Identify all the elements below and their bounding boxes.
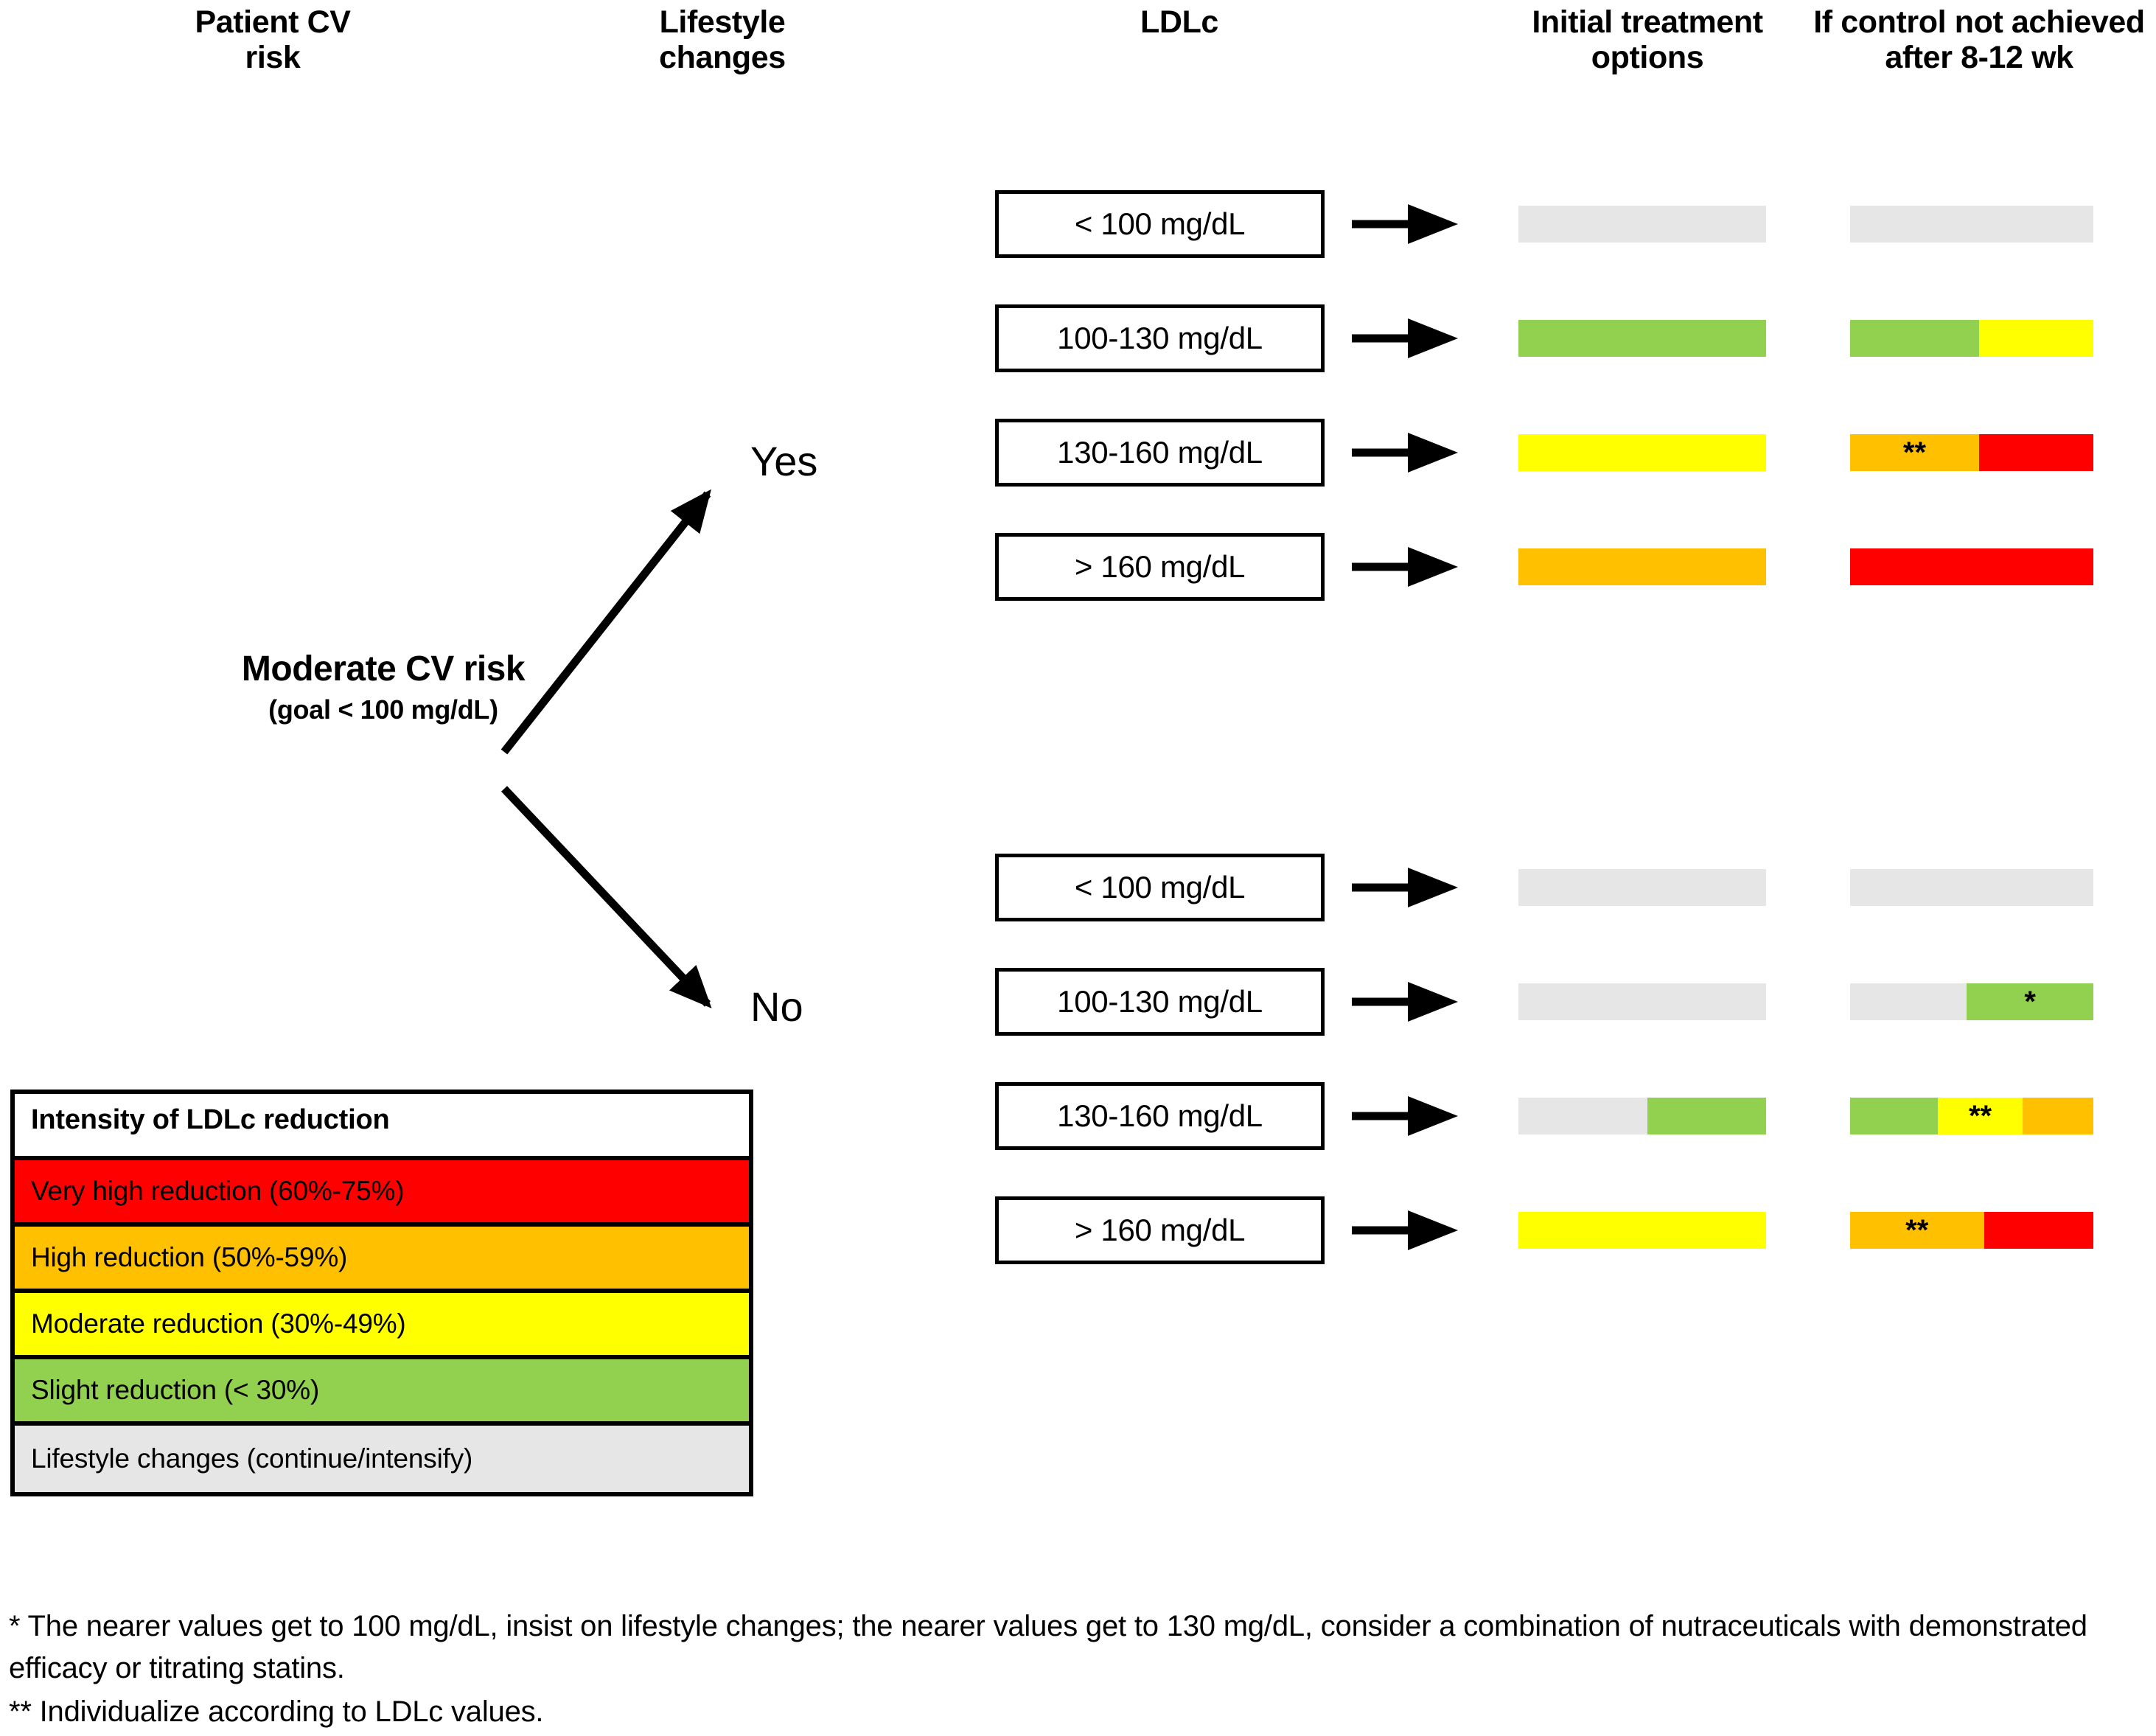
bar-segment: * xyxy=(1967,983,2093,1020)
footnote-single-asterisk: * The nearer values get to 100 mg/dL, in… xyxy=(9,1610,2087,1684)
bar-initial-treatment xyxy=(1518,434,1766,471)
column-header-lifestyle-changes: Lifestyle changes xyxy=(659,4,786,76)
row-arrow-icon xyxy=(1352,868,1458,907)
bar-if-control-not-achieved: * xyxy=(1850,983,2093,1020)
bar-initial-treatment xyxy=(1518,206,1766,243)
row-arrow-icon xyxy=(1352,204,1458,244)
bar-segment: ** xyxy=(1850,1212,1984,1249)
branch-arrows xyxy=(500,489,712,1008)
legend-box: Intensity of LDLc reduction Very high re… xyxy=(10,1090,753,1496)
bar-initial-treatment xyxy=(1518,548,1766,585)
bar-if-control-not-achieved xyxy=(1850,206,2093,243)
bar-if-control-not-achieved xyxy=(1850,548,2093,585)
row-arrow-icon xyxy=(1352,318,1458,358)
ldlc-range-box: 130-160 mg/dL xyxy=(995,419,1325,487)
bar-if-control-not-achieved xyxy=(1850,320,2093,357)
bar-segment xyxy=(1850,206,2093,243)
branch-label-yes: Yes xyxy=(750,438,818,484)
ldlc-range-box: > 160 mg/dL xyxy=(995,1196,1325,1264)
ldlc-range-box: > 160 mg/dL xyxy=(995,533,1325,601)
bar-segment xyxy=(1518,869,1766,906)
legend-item: Slight reduction (< 30%) xyxy=(15,1359,749,1426)
bar-segment xyxy=(1647,1098,1766,1134)
bar-segment xyxy=(1518,1098,1647,1134)
bar-segment xyxy=(1518,320,1766,357)
risk-node: Moderate CV risk (goal < 100 mg/dL) xyxy=(147,649,619,725)
bar-initial-treatment xyxy=(1518,983,1766,1020)
bar-segment xyxy=(1518,983,1766,1020)
bar-segment xyxy=(1518,1212,1766,1249)
ldlc-range-box: < 100 mg/dL xyxy=(995,190,1325,258)
row-arrow-icon xyxy=(1352,1096,1458,1136)
legend-items: Very high reduction (60%-75%)High reduct… xyxy=(15,1160,749,1492)
bar-initial-treatment xyxy=(1518,869,1766,906)
bar-initial-treatment xyxy=(1518,1212,1766,1249)
column-header-patient-risk: Patient CV risk xyxy=(195,4,351,76)
bar-segment xyxy=(1850,548,2093,585)
bar-if-control-not-achieved: ** xyxy=(1850,1098,2093,1134)
bar-if-control-not-achieved: ** xyxy=(1850,1212,2093,1249)
legend-item: Lifestyle changes (continue/intensify) xyxy=(15,1426,749,1492)
legend-item: Moderate reduction (30%-49%) xyxy=(15,1293,749,1359)
bar-segment xyxy=(1518,548,1766,585)
row-arrow-icon xyxy=(1352,982,1458,1022)
risk-node-title: Moderate CV risk xyxy=(241,649,526,689)
bar-segment xyxy=(1978,434,2093,471)
bar-segment xyxy=(2023,1098,2093,1134)
bar-segment xyxy=(1850,1098,1938,1134)
ldlc-range-box: < 100 mg/dL xyxy=(995,854,1325,921)
bar-segment xyxy=(1850,320,1979,357)
bar-segment: ** xyxy=(1850,434,1979,471)
row-arrow-icon xyxy=(1352,433,1458,473)
legend-title: Intensity of LDLc reduction xyxy=(15,1094,749,1160)
bar-segment xyxy=(1850,983,1967,1020)
bar-segment xyxy=(1984,1212,2093,1249)
legend-item: High reduction (50%-59%) xyxy=(15,1227,749,1293)
ldlc-range-box: 130-160 mg/dL xyxy=(995,1082,1325,1150)
column-header-if-control-not-achieved: If control not achieved after 8-12 wk xyxy=(1813,4,2145,76)
bar-segment xyxy=(1850,869,2093,906)
footnote-double-asterisk: ** Individualize according to LDLc value… xyxy=(9,1695,544,1728)
bar-segment xyxy=(1518,206,1766,243)
bar-initial-treatment xyxy=(1518,320,1766,357)
row-arrow-icon xyxy=(1352,1210,1458,1250)
bar-segment xyxy=(1518,434,1766,471)
bar-segment: ** xyxy=(1937,1098,2023,1134)
bar-if-control-not-achieved xyxy=(1850,869,2093,906)
column-header-ldlc: LDLc xyxy=(1140,4,1218,40)
row-arrow-icon xyxy=(1352,547,1458,587)
footnotes: * The nearer values get to 100 mg/dL, in… xyxy=(9,1606,2146,1734)
column-header-initial-treatment-options: Initial treatment options xyxy=(1532,4,1763,76)
bar-if-control-not-achieved: ** xyxy=(1850,434,2093,471)
risk-node-goal: (goal < 100 mg/dL) xyxy=(268,694,498,725)
branch-label-no: No xyxy=(750,983,803,1030)
legend-item: Very high reduction (60%-75%) xyxy=(15,1160,749,1227)
ldlc-range-box: 100-130 mg/dL xyxy=(995,968,1325,1036)
ldlc-range-box: 100-130 mg/dL xyxy=(995,304,1325,372)
bar-segment xyxy=(1978,320,2093,357)
bar-initial-treatment xyxy=(1518,1098,1766,1134)
